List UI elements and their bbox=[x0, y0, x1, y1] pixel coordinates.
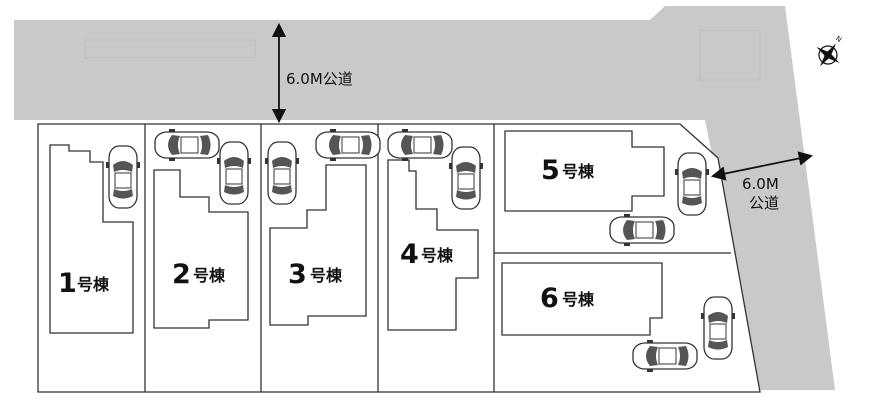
svg-text:3: 3 bbox=[288, 259, 307, 290]
svg-text:号棟: 号棟 bbox=[421, 246, 454, 265]
svg-text:号棟: 号棟 bbox=[562, 290, 595, 309]
top-road bbox=[14, 6, 835, 390]
compass-icon: N bbox=[816, 34, 843, 67]
svg-text:1: 1 bbox=[58, 268, 77, 299]
car-icon bbox=[315, 128, 381, 162]
car-icon bbox=[674, 152, 710, 216]
car-icon bbox=[387, 128, 453, 162]
svg-text:号棟: 号棟 bbox=[310, 266, 343, 285]
svg-text:2: 2 bbox=[172, 259, 191, 290]
svg-text:号棟: 号棟 bbox=[193, 266, 226, 285]
lot-label-5: 5 号棟 bbox=[541, 155, 595, 186]
lot-label-4: 4 号棟 bbox=[400, 239, 454, 270]
car-icon bbox=[154, 128, 220, 162]
building-2 bbox=[153, 169, 249, 329]
car-icon bbox=[700, 296, 736, 360]
right-road-label-line1: 6.0M bbox=[742, 175, 779, 193]
building-3 bbox=[269, 164, 367, 326]
lot-label-1: 1 号棟 bbox=[58, 268, 110, 299]
car-icon bbox=[609, 213, 675, 247]
top-road-label: 6.0M公道 bbox=[286, 70, 353, 88]
road-texture bbox=[84, 29, 761, 81]
right-road-label-line2: 公道 bbox=[749, 194, 779, 212]
car-icon bbox=[216, 141, 252, 205]
lot-label-3: 3 号棟 bbox=[288, 259, 343, 290]
building-5 bbox=[504, 130, 665, 212]
lot-label-2: 2 号棟 bbox=[172, 259, 226, 290]
lot-label-6: 6 号棟 bbox=[540, 283, 595, 314]
svg-text:号棟: 号棟 bbox=[562, 162, 595, 181]
svg-text:5: 5 bbox=[541, 155, 560, 186]
svg-text:号棟: 号棟 bbox=[77, 275, 110, 294]
building-4 bbox=[387, 159, 479, 331]
car-icon bbox=[448, 146, 484, 210]
car-icon bbox=[264, 141, 300, 205]
building-footprints bbox=[49, 130, 665, 336]
car-icon bbox=[632, 339, 698, 373]
lot-dividers bbox=[144, 124, 731, 392]
building-1 bbox=[49, 144, 134, 334]
right-road-width-arrow bbox=[710, 151, 814, 181]
svg-text:4: 4 bbox=[400, 239, 419, 270]
car-icon bbox=[105, 145, 141, 209]
svg-text:6: 6 bbox=[540, 283, 559, 314]
compass-label: N bbox=[834, 34, 843, 44]
building-6 bbox=[501, 262, 663, 336]
